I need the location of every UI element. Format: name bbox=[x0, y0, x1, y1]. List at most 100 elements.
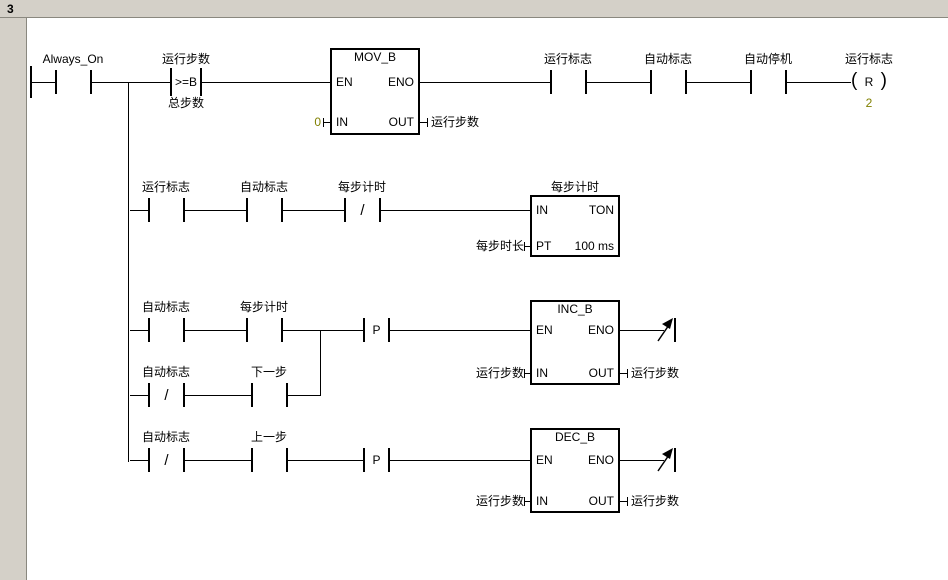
pin-in: IN bbox=[336, 115, 348, 129]
wire bbox=[687, 82, 750, 83]
dec-out-operand[interactable]: 运行步数 bbox=[631, 494, 680, 508]
mov-b-box[interactable]: MOV_B EN ENO IN OUT bbox=[330, 48, 420, 135]
dec-b-box[interactable]: DEC_B EN ENO IN OUT bbox=[530, 428, 620, 513]
wire bbox=[620, 460, 664, 461]
coil-paren-right: ) bbox=[880, 70, 887, 91]
operand-prev-step[interactable]: 上一步 bbox=[250, 430, 287, 444]
wire bbox=[381, 210, 530, 211]
inc-in-operand[interactable]: 运行步数 bbox=[475, 366, 524, 380]
contact-next-step[interactable] bbox=[251, 383, 288, 407]
pin-tick bbox=[524, 369, 525, 378]
pin-in: IN bbox=[536, 203, 548, 217]
wire bbox=[323, 122, 330, 123]
operand-auto-flag-nc-branch[interactable]: 自动标志 bbox=[141, 365, 190, 379]
dec-in-operand[interactable]: 运行步数 bbox=[475, 494, 524, 508]
timer-operand[interactable]: 每步计时 bbox=[550, 180, 599, 194]
pin-en: EN bbox=[536, 453, 553, 467]
edge-symbol: P bbox=[372, 322, 381, 337]
pin-pt: PT bbox=[536, 239, 552, 253]
compare-operator: >=B bbox=[174, 74, 198, 89]
positive-edge-contact-4[interactable]: P bbox=[363, 448, 390, 472]
pin-out: OUT bbox=[588, 494, 614, 508]
contact-auto-flag-3[interactable] bbox=[148, 318, 185, 342]
wire bbox=[524, 373, 530, 374]
positive-edge-contact[interactable]: P bbox=[363, 318, 390, 342]
coil-operand[interactable]: 运行标志 bbox=[844, 52, 893, 66]
coil-paren-left: ( bbox=[851, 70, 858, 91]
operand-auto-flag-3[interactable]: 自动标志 bbox=[141, 300, 190, 314]
wire bbox=[130, 460, 148, 461]
pt-operand[interactable]: 每步时长 bbox=[475, 239, 524, 253]
network-number[interactable]: 3 bbox=[7, 2, 14, 16]
wire bbox=[420, 82, 550, 83]
compare-bottom-operand[interactable]: 总步数 bbox=[167, 96, 204, 110]
pin-out: OUT bbox=[588, 366, 614, 380]
open-branch-arrow[interactable] bbox=[656, 446, 680, 474]
edge-symbol: P bbox=[372, 452, 381, 467]
wire bbox=[185, 460, 251, 461]
contact-step-timer[interactable] bbox=[246, 318, 283, 342]
operand-auto-flag-2[interactable]: 自动标志 bbox=[239, 180, 288, 194]
operand-auto-stop[interactable]: 自动停机 bbox=[743, 52, 792, 66]
wire bbox=[620, 501, 628, 502]
mov-in-value[interactable]: 0 bbox=[314, 115, 321, 129]
merge-vertical bbox=[320, 330, 321, 396]
pin-in: IN bbox=[536, 494, 548, 508]
wire bbox=[620, 373, 628, 374]
contact-auto-flag-nc-branch[interactable]: / bbox=[148, 383, 185, 407]
inc-out-operand[interactable]: 运行步数 bbox=[631, 366, 680, 380]
contact-run-flag-2[interactable] bbox=[148, 198, 185, 222]
wire bbox=[288, 395, 321, 396]
compare-contact[interactable]: >=B bbox=[170, 68, 202, 96]
wire bbox=[185, 395, 251, 396]
contact-auto-stop[interactable] bbox=[750, 70, 787, 94]
wire bbox=[288, 460, 363, 461]
pin-tick bbox=[427, 118, 428, 127]
contact-prev-step[interactable] bbox=[251, 448, 288, 472]
wire bbox=[32, 82, 55, 83]
ton-timer-box[interactable]: IN TON PT 100 ms bbox=[530, 195, 620, 257]
wire bbox=[130, 210, 148, 211]
branch-vertical bbox=[128, 82, 129, 462]
mov-b-title: MOV_B bbox=[353, 50, 396, 64]
contact-auto-flag-nc-4[interactable]: / bbox=[148, 448, 185, 472]
contact-always-on[interactable] bbox=[55, 70, 92, 94]
pin-in: IN bbox=[536, 366, 548, 380]
pin-en: EN bbox=[336, 75, 353, 89]
wire bbox=[185, 330, 246, 331]
wire bbox=[390, 330, 530, 331]
contact-run-flag[interactable] bbox=[550, 70, 587, 94]
pin-eno: ENO bbox=[587, 323, 614, 337]
operand-auto-flag-nc-4[interactable]: 自动标志 bbox=[141, 430, 190, 444]
power-rail bbox=[30, 66, 32, 98]
nc-slash: / bbox=[164, 386, 169, 404]
wire bbox=[202, 82, 330, 83]
pin-eno: ENO bbox=[387, 75, 414, 89]
dec-b-title: DEC_B bbox=[554, 430, 595, 444]
wire bbox=[283, 330, 365, 331]
pin-en: EN bbox=[536, 323, 553, 337]
pin-tick bbox=[627, 497, 628, 506]
network-header-bar: 3 bbox=[0, 0, 948, 18]
wire bbox=[390, 460, 530, 461]
timer-type: TON bbox=[588, 203, 614, 217]
contact-auto-flag-2[interactable] bbox=[246, 198, 283, 222]
mov-out-operand[interactable]: 运行步数 bbox=[431, 115, 480, 129]
contact-step-timer-nc[interactable]: / bbox=[344, 198, 381, 222]
operand-always-on[interactable]: Always_On bbox=[42, 52, 104, 66]
operand-step-timer[interactable]: 每步计时 bbox=[239, 300, 288, 314]
wire bbox=[130, 330, 148, 331]
open-branch-arrow[interactable] bbox=[656, 316, 680, 344]
wire bbox=[185, 210, 246, 211]
inc-b-box[interactable]: INC_B EN ENO IN OUT bbox=[530, 300, 620, 385]
operand-run-flag-2[interactable]: 运行标志 bbox=[141, 180, 190, 194]
operand-auto-flag[interactable]: 自动标志 bbox=[643, 52, 692, 66]
reset-coil[interactable]: ( R ) bbox=[851, 68, 887, 96]
operand-run-flag[interactable]: 运行标志 bbox=[543, 52, 592, 66]
operand-next-step[interactable]: 下一步 bbox=[250, 365, 287, 379]
coil-count[interactable]: 2 bbox=[865, 96, 873, 110]
operand-step-timer-nc[interactable]: 每步计时 bbox=[337, 180, 386, 194]
pin-tick bbox=[323, 118, 324, 127]
contact-auto-flag[interactable] bbox=[650, 70, 687, 94]
compare-top-operand[interactable]: 运行步数 bbox=[161, 52, 210, 66]
